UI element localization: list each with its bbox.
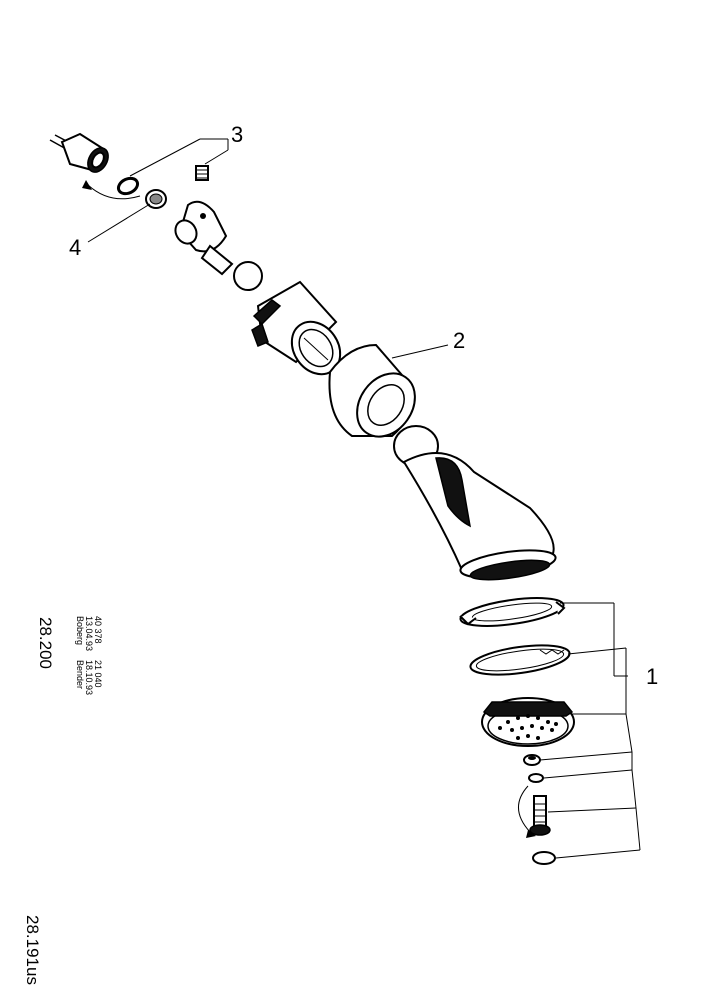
inlet-adapter xyxy=(49,132,141,200)
name-left: Boberg xyxy=(75,616,85,645)
callout-3: 3 xyxy=(231,122,243,147)
date-left: 13.04.93 xyxy=(84,616,94,651)
ref-right: 21 040 xyxy=(93,660,103,688)
screen-filter xyxy=(145,189,167,209)
callout-4: 4 xyxy=(69,235,81,260)
callout-1: 1 xyxy=(646,664,658,689)
date-right: 18.10.93 xyxy=(84,660,94,695)
washer-upper xyxy=(523,754,541,766)
retaining-ring xyxy=(459,597,566,627)
leader-lines xyxy=(87,138,641,859)
name-right: Bender xyxy=(75,660,85,689)
model-number: 28.200 xyxy=(36,617,55,669)
spring-ring xyxy=(469,644,571,676)
title-block: 28.200 40 378 21 040 13.04.93 18.10.93 B… xyxy=(23,616,103,985)
drawing-number: 28.191us xyxy=(23,915,42,985)
callout-2: 2 xyxy=(453,328,465,353)
swivel-nut xyxy=(251,280,342,376)
ref-left: 40 378 xyxy=(93,616,103,644)
o-ring xyxy=(116,176,140,196)
center-cap xyxy=(532,851,556,865)
cover-sleeve xyxy=(328,343,416,438)
spray-disk xyxy=(481,697,575,747)
set-screw xyxy=(195,165,209,181)
o-ring-small xyxy=(528,773,544,783)
center-screw xyxy=(518,785,551,838)
shower-head-body xyxy=(393,425,557,581)
ball-joint xyxy=(174,200,263,291)
